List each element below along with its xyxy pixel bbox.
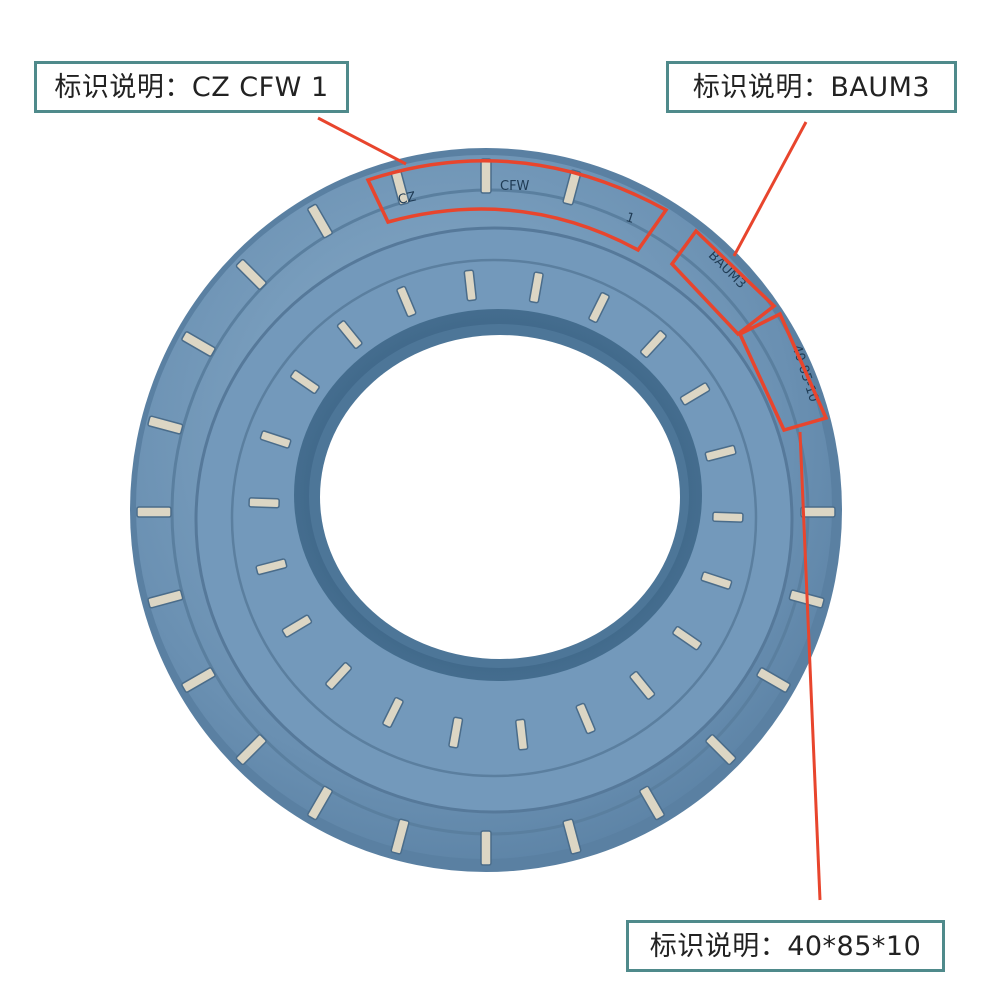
highlight-baum3	[669, 228, 777, 337]
oil-seal	[130, 148, 842, 872]
slot-mark	[528, 271, 544, 304]
slot-mark	[588, 291, 610, 324]
slot-mark	[147, 589, 184, 609]
slot-mark	[448, 716, 464, 749]
label-baum3: 标识说明：BAUM3	[666, 61, 957, 113]
slot-mark	[235, 734, 267, 766]
slot-mark	[562, 169, 582, 206]
leader-line-cz	[317, 116, 407, 166]
slot-mark	[480, 158, 492, 194]
inner-slot-marks	[248, 269, 744, 751]
slot-mark	[281, 614, 313, 638]
slot-mark	[704, 444, 737, 462]
slot-mark	[679, 382, 711, 406]
slot-mark	[255, 558, 288, 576]
slot-mark	[562, 818, 582, 855]
slot-mark	[181, 667, 216, 693]
outer-slot-marks	[136, 158, 836, 866]
leader-lines	[317, 116, 822, 901]
slot-mark	[800, 506, 836, 518]
slot-mark	[672, 625, 702, 651]
slot-mark	[640, 329, 667, 358]
slot-mark	[290, 369, 320, 395]
slot-mark	[336, 320, 363, 350]
slot-mark	[629, 670, 656, 700]
slot-mark	[307, 785, 333, 821]
slot-mark	[396, 285, 417, 318]
slot-mark	[515, 718, 529, 751]
highlight-40-85-10	[737, 311, 829, 433]
highlight-frames	[365, 159, 829, 433]
highlight-cz-cfw-1	[365, 159, 669, 253]
slot-mark	[575, 702, 596, 735]
slot-mark	[700, 571, 733, 590]
slot-mark	[248, 497, 280, 509]
leader-line-baum	[732, 121, 808, 257]
slot-mark	[639, 785, 665, 821]
slot-mark	[325, 662, 352, 691]
seal-marking-cz: CZ	[397, 189, 418, 207]
slot-mark	[756, 667, 791, 693]
seal-marking-cfw: CFW	[500, 179, 530, 194]
slot-mark	[136, 506, 172, 518]
slot-mark	[712, 511, 744, 523]
label-cz-cfw-1: 标识说明：CZ CFW 1	[34, 61, 349, 113]
seal-bore	[320, 335, 680, 659]
slot-mark	[147, 415, 184, 435]
slot-mark	[181, 331, 216, 357]
slot-mark	[307, 203, 333, 239]
leader-line-size	[798, 431, 822, 901]
slot-mark	[235, 258, 267, 290]
slot-mark	[480, 830, 492, 866]
slot-mark	[259, 430, 292, 449]
slot-mark	[463, 269, 477, 302]
slot-mark	[705, 734, 737, 766]
slot-mark	[390, 818, 410, 855]
slot-mark	[382, 696, 404, 729]
label-size: 标识说明：40*85*10	[626, 920, 945, 972]
seal-inner-groove	[230, 258, 758, 778]
